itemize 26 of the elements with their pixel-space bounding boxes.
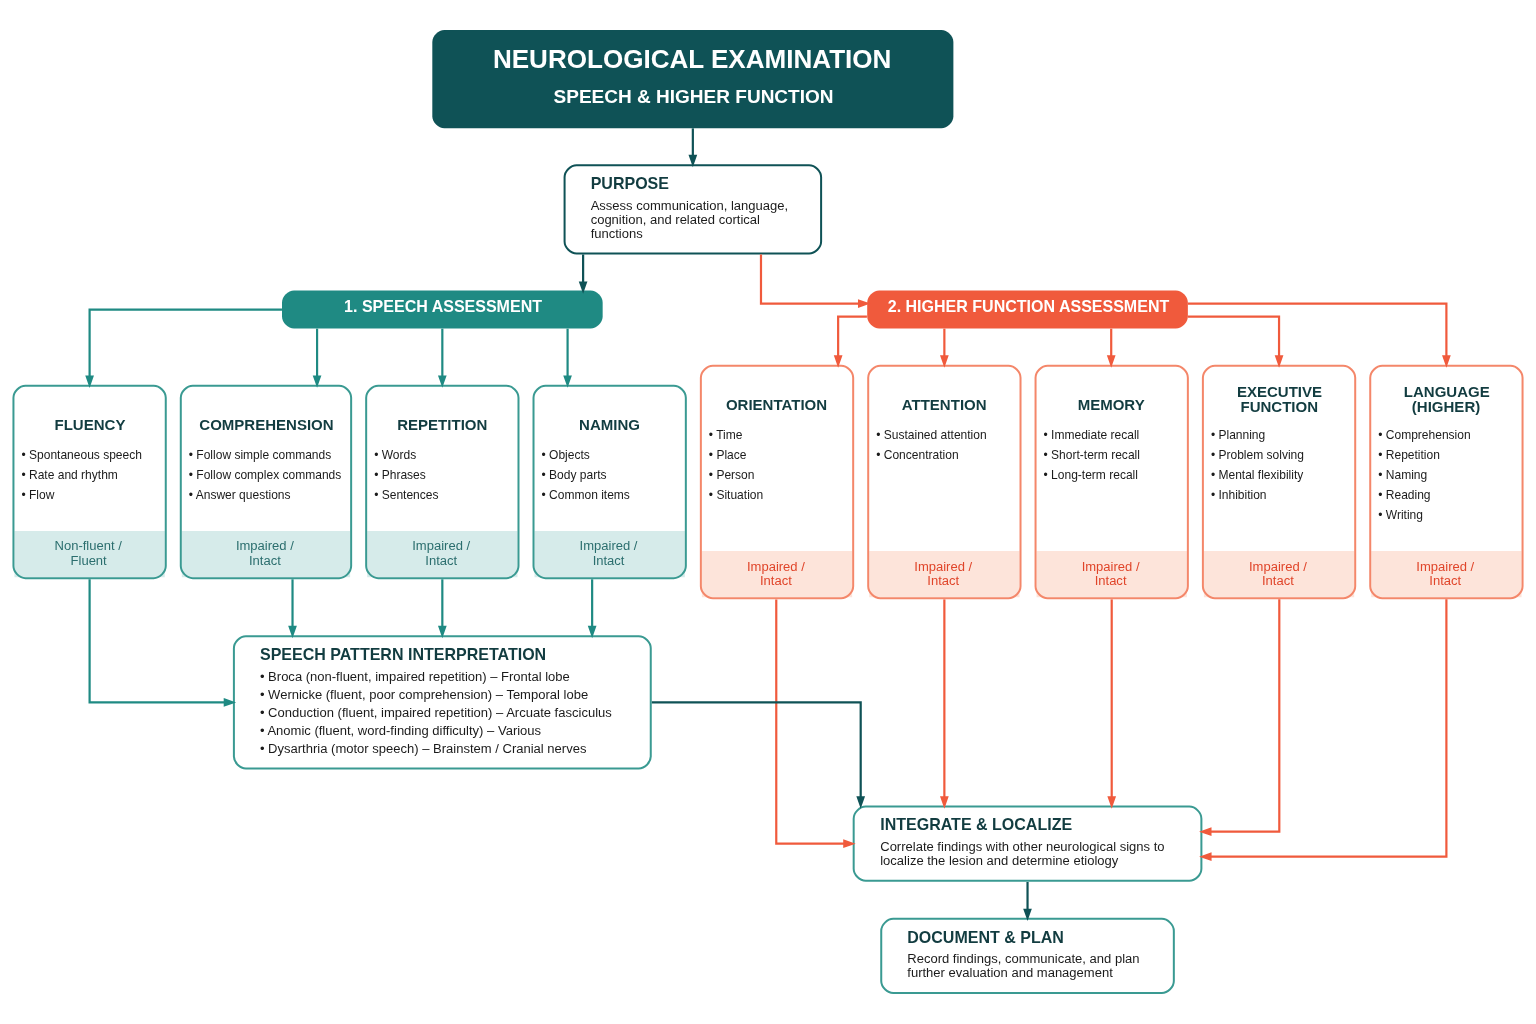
arrow — [651, 701, 866, 809]
node-box: NEUROLOGICAL EXAMINATION SPEECH & HIGHER FUNCTION — [432, 30, 954, 129]
arrow — [1106, 328, 1116, 368]
arrow — [1188, 302, 1451, 368]
arrow — [288, 579, 297, 639]
arrow — [563, 328, 572, 388]
arrow — [1023, 882, 1032, 922]
arrow — [85, 308, 282, 388]
node-box: 2. HIGHER FUNCTION ASSESSMENT — [867, 290, 1188, 329]
arrow — [1199, 599, 1448, 862]
node-box: 1. SPEECH ASSESSMENT — [282, 290, 603, 329]
arrow — [437, 328, 447, 388]
arrow — [940, 599, 949, 809]
arrow — [1187, 315, 1284, 368]
arrow — [1199, 599, 1281, 836]
arrow — [1107, 599, 1117, 809]
arrow — [940, 328, 949, 368]
arrow — [312, 328, 322, 388]
arrow — [759, 254, 871, 308]
arrow — [437, 579, 447, 639]
arrow — [775, 599, 856, 849]
arrow — [688, 128, 698, 168]
arrow — [578, 254, 588, 294]
arrow — [833, 315, 867, 368]
arrow — [587, 579, 597, 639]
arrow — [88, 579, 237, 707]
